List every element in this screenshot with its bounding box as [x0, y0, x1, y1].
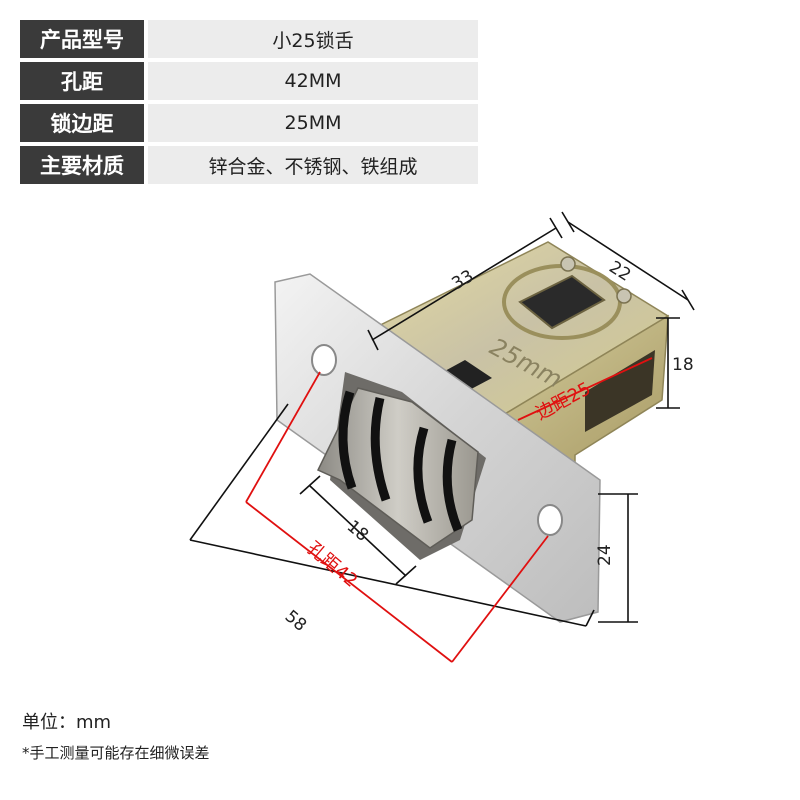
spec-row-model: 产品型号 小25锁舌 — [20, 20, 478, 58]
rivet — [560, 256, 576, 272]
rivet — [616, 288, 632, 304]
spec-value: 小25锁舌 — [148, 20, 478, 58]
spec-label: 产品型号 — [20, 20, 144, 58]
spec-value: 42MM — [148, 62, 478, 100]
dim-plate-length: 58 — [281, 607, 310, 636]
spec-value: 25MM — [148, 104, 478, 142]
spec-row-material: 主要材质 锌合金、不锈钢、铁组成 — [20, 146, 478, 184]
body-side-slot — [585, 350, 655, 432]
dim-plate-width: 24 — [595, 544, 615, 566]
spec-value: 锌合金、不锈钢、铁组成 — [148, 146, 478, 184]
spec-table: 产品型号 小25锁舌 孔距 42MM 锁边距 25MM 主要材质 锌合金、不锈钢… — [20, 20, 478, 188]
spec-label: 主要材质 — [20, 146, 144, 184]
dim-hole-spacing: 孔距42 — [303, 538, 362, 592]
disclaimer-note: *手工测量可能存在细微误差 — [22, 744, 210, 762]
red-dimension-lines — [245, 357, 653, 663]
spec-label: 锁边距 — [20, 104, 144, 142]
latch-bolt — [316, 387, 479, 549]
rubber-ring — [442, 438, 463, 532]
mount-hole — [311, 344, 337, 376]
spindle-square-hole — [518, 274, 606, 330]
dimension-lines — [189, 211, 695, 627]
unit-note: 单位：mm — [22, 712, 112, 733]
dim-body-height: 18 — [672, 355, 694, 375]
spec-row-hole-spacing: 孔距 42MM — [20, 62, 478, 100]
rubber-ring — [338, 390, 357, 490]
mount-hole — [537, 504, 563, 536]
rubber-ring — [413, 426, 433, 524]
spec-row-backset: 锁边距 25MM — [20, 104, 478, 142]
spec-label: 孔距 — [20, 62, 144, 100]
rubber-ring — [370, 396, 391, 502]
